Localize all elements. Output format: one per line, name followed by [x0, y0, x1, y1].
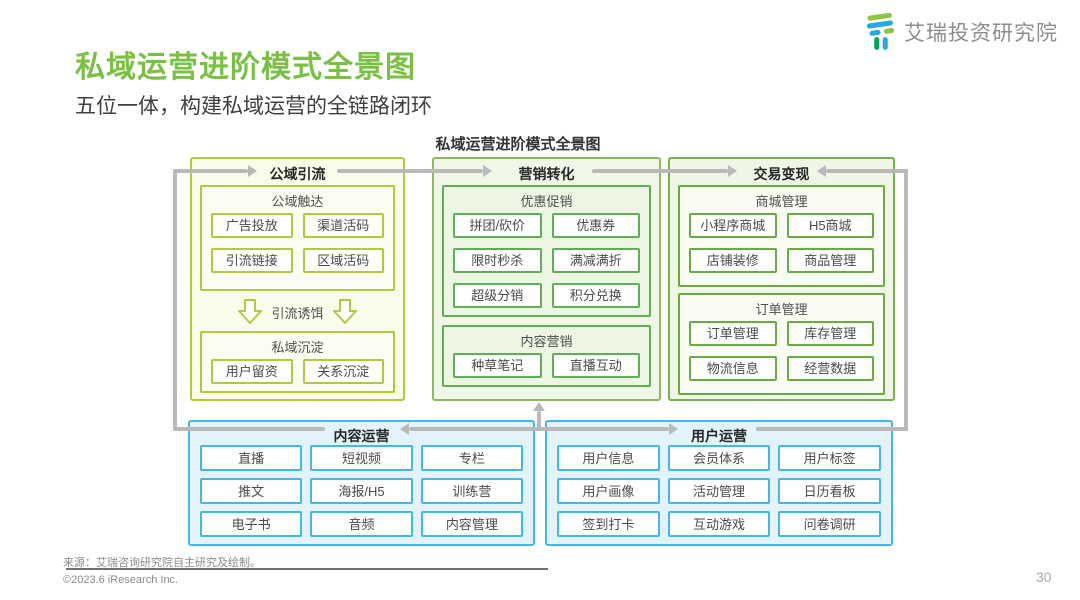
leaf-item: 拼团/砍价	[453, 213, 542, 238]
bait-label: 引流诱饵	[271, 305, 324, 321]
leaf-item: 库存管理	[786, 321, 874, 346]
section-title-public-traffic: 公域引流	[269, 166, 326, 182]
leaf-item: 音频	[310, 511, 413, 537]
leaf-item: 用户画像	[557, 478, 660, 504]
page-number: 30	[1036, 569, 1052, 585]
logo: 艾瑞投资研究院	[864, 12, 1058, 52]
leaf-item: 商品管理	[786, 248, 874, 273]
connector-line	[592, 169, 728, 173]
group-label: 私域沉淀	[271, 340, 324, 355]
section-title-user-ops: 用户运营	[691, 428, 747, 444]
diagram-title: 私域运营进阶模式全景图	[435, 136, 601, 153]
group-label: 内容营销	[520, 334, 573, 349]
group-label: 优惠促销	[520, 194, 573, 209]
group-promotions: 优惠促销 拼团/砍价 优惠券 限时秒杀 满减满折 超级分销 积分兑换	[442, 185, 651, 317]
leaf-item: 互动游戏	[667, 511, 771, 537]
section-marketing-conversion: 营销转化 优惠促销 拼团/砍价 优惠券 限时秒杀 满减满折 超级分销 积分兑换 …	[432, 157, 661, 401]
leaf-item: 物流信息	[689, 356, 777, 381]
source-note: 来源：艾瑞咨询研究院自主研究及绘制。	[63, 557, 261, 569]
section-title-transaction: 交易变现	[753, 166, 810, 182]
leaf-item: 关系沉淀	[302, 359, 384, 384]
leaf-item: 广告投放	[211, 213, 293, 238]
leaf-item: 短视频	[310, 445, 413, 471]
iresearch-logo-icon	[866, 12, 895, 50]
leaf-item: 小程序商城	[689, 213, 777, 238]
down-arrow-icon	[238, 299, 263, 324]
arrow-right-icon	[728, 165, 737, 177]
connector-line	[173, 169, 248, 173]
leaf-item: 限时秒杀	[453, 248, 542, 273]
arrow-right-icon	[669, 423, 678, 435]
group-content-marketing: 内容营销 种草笔记 直播互动	[442, 325, 651, 387]
connector-line	[337, 169, 483, 173]
section-title-content-ops: 内容运营	[333, 428, 390, 444]
group-label: 公域触达	[271, 194, 324, 209]
footer-divider	[66, 568, 548, 570]
group-private-deposit: 私域沉淀 用户留资 关系沉淀	[200, 331, 395, 393]
page-title: 私域运营进阶模式全景图	[75, 51, 416, 84]
group-label: 商城管理	[755, 194, 808, 209]
leaf-item: 会员体系	[667, 445, 771, 471]
group-order-management: 订单管理 订单管理 库存管理 物流信息 经营数据	[678, 293, 885, 395]
leaf-item: 日历看板	[778, 478, 881, 504]
copyright: ©2023.6 iResearch Inc.	[63, 574, 179, 586]
leaf-item: 直播	[200, 445, 303, 471]
section-user-operation: 用户运营 用户信息 会员体系 用户标签 用户画像 活动管理 日历看板 签到打卡 …	[545, 420, 893, 546]
arrow-left-icon	[817, 165, 826, 177]
section-transaction-monetization: 交易变现 商城管理 小程序商城 H5商城 店铺装修 商品管理 订单管理 订单管理…	[668, 157, 895, 401]
leaf-item: 活动管理	[667, 478, 771, 504]
leaf-item: 直播互动	[551, 353, 640, 378]
group-public-reach: 公域触达 广告投放 渠道活码 引流链接 区域活码	[200, 185, 395, 291]
section-public-traffic: 公域引流 公域触达 广告投放 渠道活码 引流链接 区域活码 引流诱饵 私域沉淀 …	[190, 157, 405, 401]
leaf-item: 用户留资	[211, 359, 293, 384]
leaf-item: 电子书	[200, 511, 303, 537]
connector-line-branch	[537, 411, 541, 431]
leaf-item: 内容管理	[420, 511, 523, 537]
leaf-item: 问卷调研	[778, 511, 881, 537]
leaf-item: 超级分销	[453, 283, 542, 308]
logo-text: 艾瑞投资研究院	[904, 22, 1058, 45]
leaf-item: 用户信息	[557, 445, 660, 471]
leaf-item: 区域活码	[302, 248, 384, 273]
group-mall-management: 商城管理 小程序商城 H5商城 店铺装修 商品管理	[678, 185, 885, 287]
down-arrow-icon	[332, 299, 357, 324]
leaf-item: 订单管理	[689, 321, 777, 346]
leaf-item: H5商城	[786, 213, 874, 238]
arrow-right-icon	[483, 165, 492, 177]
leaf-item: 经营数据	[786, 356, 874, 381]
leaf-item: 用户标签	[778, 445, 881, 471]
leaf-item: 渠道活码	[302, 213, 384, 238]
leaf-item: 推文	[200, 478, 303, 504]
leaf-item: 积分兑换	[551, 283, 640, 308]
leaf-item: 专栏	[420, 445, 523, 471]
arrow-left-icon	[400, 423, 409, 435]
bait-row: 引流诱饵	[192, 297, 403, 327]
page-subtitle: 五位一体，构建私域运营的全链路闭环	[75, 95, 432, 118]
section-content-operation: 内容运营 直播 短视频 专栏 推文 海报/H5 训练营 电子书 音频 内容管理	[188, 420, 535, 546]
connector-line	[826, 169, 908, 173]
arrow-right-icon	[248, 165, 257, 177]
connector-line	[173, 427, 325, 431]
leaf-item: 引流链接	[211, 248, 293, 273]
leaf-item: 店铺装修	[689, 248, 777, 273]
group-label: 订单管理	[755, 302, 808, 317]
leaf-item: 训练营	[420, 478, 523, 504]
leaf-item: 签到打卡	[557, 511, 660, 537]
section-title-marketing: 营销转化	[518, 166, 575, 182]
connector-line-left	[173, 169, 177, 431]
leaf-item: 满减满折	[551, 248, 640, 273]
leaf-item: 种草笔记	[453, 353, 542, 378]
connector-line-right	[904, 169, 908, 431]
leaf-item: 海报/H5	[310, 478, 413, 504]
leaf-item: 优惠券	[551, 213, 640, 238]
arrow-up-icon	[533, 402, 545, 411]
connector-line	[756, 427, 908, 431]
